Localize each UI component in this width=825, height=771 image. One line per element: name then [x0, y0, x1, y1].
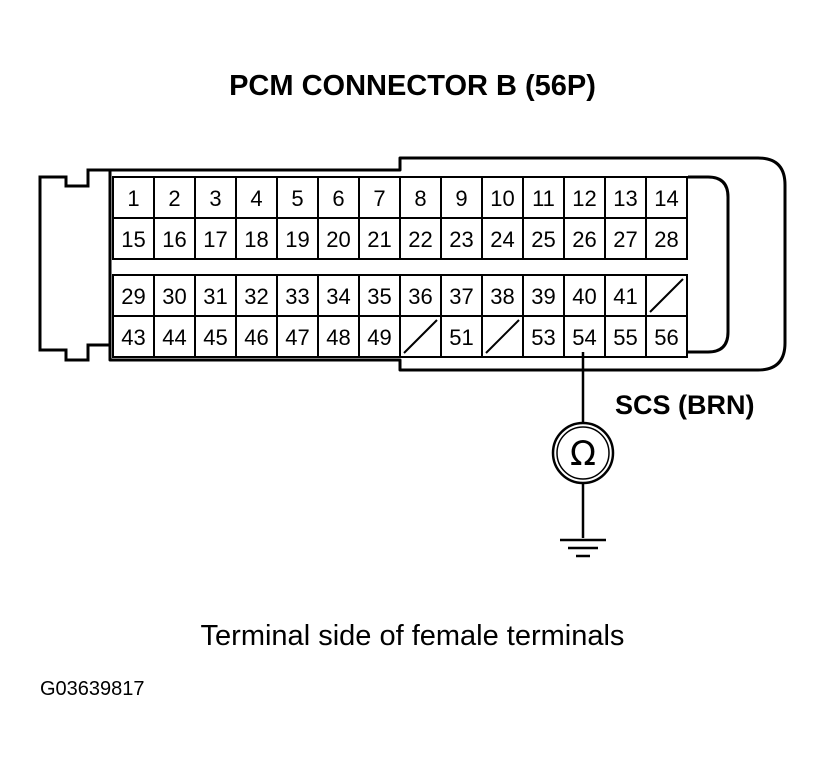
pin-number: 28 [654, 227, 678, 252]
pin-number: 49 [367, 325, 391, 350]
pin-number: 11 [532, 186, 555, 211]
pin-number: 16 [162, 227, 186, 252]
pin-number: 29 [121, 284, 145, 309]
pin-number: 2 [168, 186, 180, 211]
pin-number: 8 [414, 186, 426, 211]
pin-number: 1 [127, 186, 139, 211]
empty-pin-slash [649, 278, 684, 313]
figure-id: G03639817 [40, 678, 145, 700]
pin-number: 55 [613, 325, 637, 350]
pin-number: 37 [449, 284, 473, 309]
pin-number: 12 [572, 186, 596, 211]
pin-number: 20 [326, 227, 350, 252]
pin-number: 17 [203, 227, 227, 252]
pin-number: 6 [332, 186, 344, 211]
pin-number: 45 [203, 325, 227, 350]
pin-number: 41 [613, 284, 637, 309]
ohm-symbol: Ω [570, 434, 596, 474]
pin-number: 18 [244, 227, 268, 252]
pin-number: 9 [455, 186, 467, 211]
connector-housing [38, 156, 787, 372]
pin-number: 46 [244, 325, 268, 350]
pin-number: 23 [449, 227, 473, 252]
pin-number: 36 [408, 284, 432, 309]
pin-number: 22 [408, 227, 432, 252]
pin-number: 25 [531, 227, 555, 252]
pin-number: 32 [244, 284, 268, 309]
pin-number: 34 [326, 284, 350, 309]
pin-number: 15 [121, 227, 145, 252]
wire-label: SCS (BRN) [615, 390, 755, 420]
pin-number: 31 [203, 284, 227, 309]
pin-number: 13 [613, 186, 637, 211]
pin-number: 26 [572, 227, 596, 252]
pin-number: 40 [572, 284, 596, 309]
pin-number: 44 [162, 325, 186, 350]
pin-number: 48 [326, 325, 350, 350]
pin-cell [645, 315, 688, 358]
pin-number: 30 [162, 284, 186, 309]
pin-number: 53 [531, 325, 555, 350]
pin-number: 7 [373, 186, 385, 211]
pin-number: 4 [250, 186, 262, 211]
pin-number: 5 [291, 186, 303, 211]
pin-number: 35 [367, 284, 391, 309]
pin-number: 27 [613, 227, 637, 252]
pin-number: 47 [285, 325, 309, 350]
pin-number: 43 [121, 325, 145, 350]
pin-number: 39 [531, 284, 555, 309]
diagram-caption: Terminal side of female terminals [200, 620, 625, 652]
empty-pin-slash [485, 319, 520, 354]
empty-pin-slash [403, 319, 438, 354]
pin-number: 10 [490, 186, 514, 211]
pin-number: 24 [490, 227, 514, 252]
ohmmeter-circuit [551, 352, 615, 558]
connector-title: PCM CONNECTOR B (56P) [229, 70, 596, 102]
pin-number: 14 [654, 186, 678, 211]
pin-number: 3 [209, 186, 221, 211]
pin-number: 54 [572, 325, 596, 350]
pin-number: 19 [285, 227, 309, 252]
pin-number: 33 [285, 284, 309, 309]
pin-number: 21 [367, 227, 391, 252]
pin-number: 56 [654, 325, 678, 350]
pin-number: 51 [449, 325, 473, 350]
ohmmeter-inner-ring [556, 426, 610, 480]
pin-number: 38 [490, 284, 514, 309]
